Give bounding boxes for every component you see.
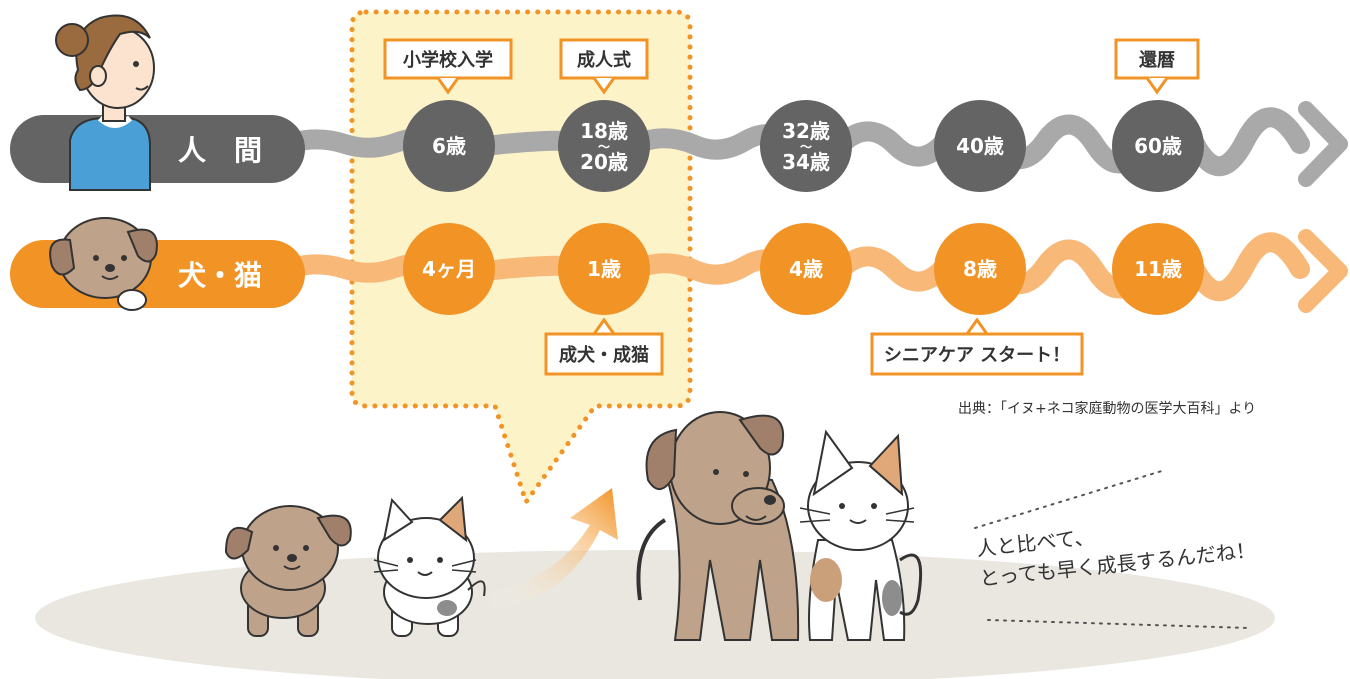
human-age-circle-2: [558, 100, 650, 192]
tag-school-entry-label: 小学校入学: [403, 49, 493, 71]
puppy-peeking-illustration: [49, 217, 158, 311]
human-age-circle-3: [760, 100, 852, 192]
tag-coming-of-age-label: 成人式: [577, 49, 631, 71]
human-age-label-4: 40歳: [956, 134, 1004, 158]
human-age-label-3-3: 34歳: [782, 150, 830, 174]
tag-kanreki: 還暦: [1114, 38, 1200, 95]
human-figure-illustration: [55, 14, 155, 191]
tag-kanreki-label: 還暦: [1139, 50, 1175, 71]
pet-age-label-5: 11歳: [1134, 257, 1182, 281]
tag-school-entry: 小学校入学: [383, 38, 513, 95]
human-age-circle-1: [403, 100, 495, 192]
source-citation: 出典：「イヌ+ネコ家庭動物の医学大百科」より: [958, 401, 1257, 417]
pet-arrowhead: [1298, 229, 1348, 313]
human-age-label-3-2: 〜: [800, 140, 812, 154]
human-age-label-1: 6歳: [432, 134, 466, 158]
pet-age-circle-1: [403, 223, 495, 315]
tag-adult-pet: 成犬・成猫: [544, 317, 664, 376]
pet-age-circle-3: [760, 223, 852, 315]
growth-arrow: [490, 488, 618, 610]
human-age-label-2-2: 〜: [598, 140, 610, 154]
human-row-label: 人 間: [178, 134, 262, 167]
tag-adult-pet-label: 成犬・成猫: [559, 344, 649, 366]
pet-age-circle-4: [934, 223, 1026, 315]
comment-dotted-line-bottom: [987, 619, 1251, 629]
human-age-circle-4: [934, 100, 1026, 192]
human-age-label-2-3: 20歳: [580, 150, 628, 174]
human-row-header: 人 間: [10, 115, 305, 183]
human-age-label-3-1: 32歳: [782, 119, 830, 143]
tag-senior-care: シニアケア スタート！: [870, 317, 1084, 376]
pet-age-circle-5: [1112, 223, 1204, 315]
pet-age-label-2: 1歳: [587, 257, 621, 281]
human-age-circle-5: [1112, 100, 1204, 192]
human-age-label-2-1: 18歳: [580, 119, 628, 143]
pet-age-label-3: 4歳: [789, 257, 823, 281]
pet-age-label-4: 8歳: [963, 257, 997, 281]
pet-age-circle-2: [558, 223, 650, 315]
human-age-label-5: 60歳: [1134, 134, 1182, 158]
human-arrowhead: [1298, 101, 1348, 187]
tag-senior-care-label: シニアケア スタート！: [884, 345, 1070, 366]
pet-age-markers: 4ヶ月 1歳 4歳 8歳 11歳: [403, 223, 1204, 315]
adult-dog-illustration: [636, 411, 800, 641]
pet-age-label-1: 4ヶ月: [422, 257, 476, 281]
pet-row-label: 犬・猫: [178, 259, 262, 292]
comment-dotted-line-top: [974, 469, 1166, 529]
ground-ellipse: [35, 550, 1275, 679]
tag-coming-of-age: 成人式: [559, 38, 649, 95]
adult-cat-illustration: [799, 429, 923, 641]
kitten-illustration: [373, 495, 486, 637]
puppy-illustration: [224, 505, 352, 637]
